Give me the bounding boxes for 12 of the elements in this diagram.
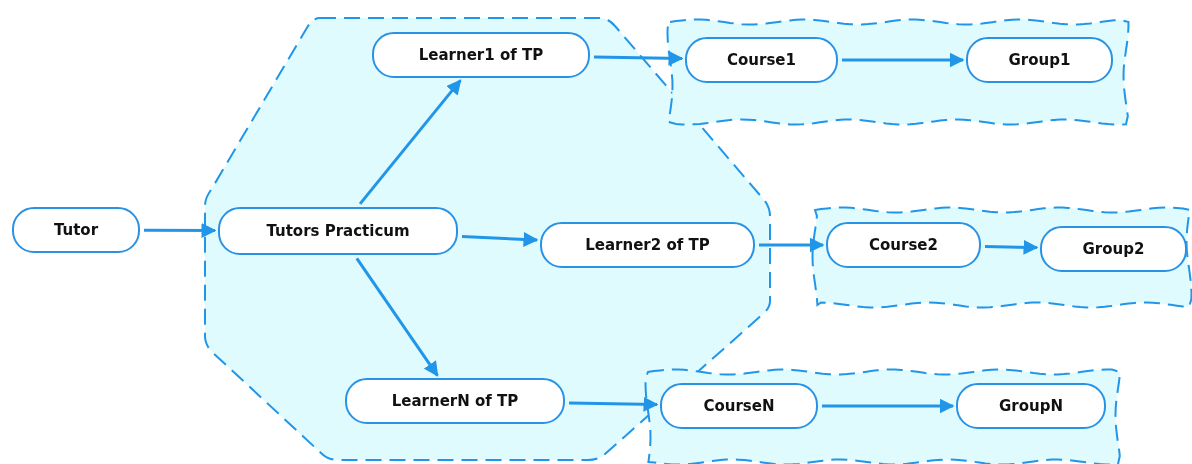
arrow — [759, 237, 825, 253]
arrow — [461, 231, 539, 247]
process-box: Tutors Practicum — [218, 207, 458, 255]
arrow — [355, 257, 439, 377]
process-box: LearnerN of TP — [345, 378, 565, 424]
arrow — [358, 79, 462, 205]
process-box: Learner2 of TP — [540, 222, 755, 268]
process-box: Learner1 of TP — [372, 32, 590, 78]
arrow — [144, 223, 217, 238]
arrow — [568, 396, 659, 412]
process-box: Tutor — [12, 207, 140, 253]
arrow — [593, 50, 684, 66]
